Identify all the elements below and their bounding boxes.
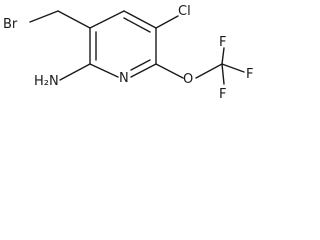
bond-c3-ch2 xyxy=(57,10,91,29)
bond-cf3-f-right xyxy=(221,63,245,73)
bond-cf3-f-top xyxy=(221,47,225,65)
amino-group-label: H₂N xyxy=(34,74,59,89)
chemical-structure-diagram: Br Cl N H₂N O F F F xyxy=(3,4,253,100)
ring-nitrogen-label: N xyxy=(119,71,129,86)
bond-cf3-f-bottom xyxy=(221,63,225,85)
bond-n1-c2 xyxy=(89,63,119,78)
bond-c6-o xyxy=(155,63,184,79)
fluorine-top-label: F xyxy=(219,35,226,50)
bond-c6-n1 xyxy=(130,63,157,78)
bromine-label: Br xyxy=(3,17,18,32)
bond-c2-nh2 xyxy=(59,63,91,81)
fluorine-right-label: F xyxy=(246,67,253,82)
fluorine-bottom-label: F xyxy=(219,87,226,100)
bond-ch2-br xyxy=(29,10,59,23)
chlorine-label: Cl xyxy=(178,4,191,19)
bond-o-cf3 xyxy=(195,63,223,79)
bond-c5-cl xyxy=(155,15,179,29)
bond-c4-c5 xyxy=(123,10,157,29)
bond-c3-c4 xyxy=(89,10,125,29)
oxygen-label: O xyxy=(183,72,193,87)
double-bond-c6-n1-inner xyxy=(130,59,151,71)
double-bond-c4-c5-inner xyxy=(123,17,151,33)
